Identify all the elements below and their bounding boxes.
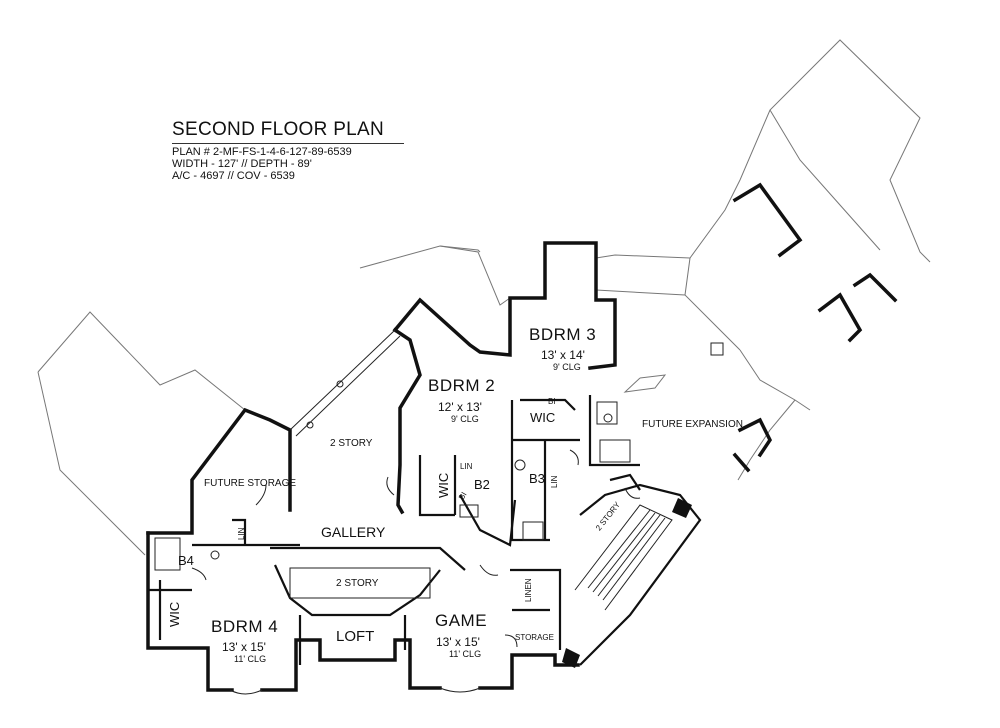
two-story-left-label: 2 STORY: [330, 438, 373, 449]
plan-title: SECOND FLOOR PLAN: [172, 119, 385, 140]
lin-b4-label: LIN: [237, 527, 246, 540]
bi-bdrm3-label: BI: [548, 397, 556, 406]
lin-b3-label: LIN: [550, 475, 559, 488]
bath-b3-label: B3: [529, 471, 545, 486]
bdrm4-wic-label: WIC: [167, 601, 182, 627]
roof-outline: [37, 39, 931, 556]
bdrm4-size: 13' x 15': [222, 640, 266, 654]
game-size: 13' x 15': [436, 635, 480, 649]
plan-dimensions: WIDTH - 127' // DEPTH - 89': [172, 158, 312, 170]
bdrm3-clg: 9' CLG: [553, 362, 581, 372]
bath-b2-label: B2: [474, 477, 490, 492]
bdrm3-wic-label: WIC: [530, 410, 556, 425]
bath-b4-label: B4: [178, 553, 194, 568]
bdrm2-name: BDRM 2: [428, 376, 496, 395]
game-clg: 11' CLG: [449, 649, 482, 659]
bdrm4-name: BDRM 4: [211, 617, 279, 636]
plan-area: A/C - 4697 // COV - 6539: [172, 170, 295, 182]
exterior-walls: [146, 182, 898, 692]
title-divider: [172, 143, 404, 144]
lin-b2-label: LIN: [460, 462, 473, 471]
future-storage-label: FUTURE STORAGE: [204, 478, 297, 489]
title-block: SECOND FLOOR PLAN PLAN # 2-MF-FS-1-4-6-1…: [172, 119, 404, 182]
bdrm3-name: BDRM 3: [529, 325, 597, 344]
interior-walls: [148, 395, 641, 665]
bdrm2-clg: 9' CLG: [451, 414, 479, 424]
two-story-center-label: 2 STORY: [336, 578, 379, 589]
bdrm2-wic-label: WIC: [436, 472, 451, 498]
door-swings: [191, 449, 641, 648]
gallery-label: GALLERY: [321, 524, 386, 540]
storage-label: STORAGE: [515, 633, 554, 642]
game-name: GAME: [435, 611, 488, 630]
bay-windows: [229, 687, 481, 695]
stairs: [562, 483, 702, 668]
linen-label: LINEN: [524, 578, 533, 602]
loft-label: LOFT: [336, 628, 375, 645]
bdrm3-size: 13' x 14': [541, 348, 585, 362]
fixtures: [154, 329, 724, 599]
future-expansion-label: FUTURE EXPANSION: [642, 419, 743, 430]
plan-number: PLAN # 2-MF-FS-1-4-6-127-89-6539: [172, 146, 352, 158]
bdrm2-size: 12' x 13': [438, 400, 482, 414]
bdrm4-clg: 11' CLG: [234, 654, 267, 664]
